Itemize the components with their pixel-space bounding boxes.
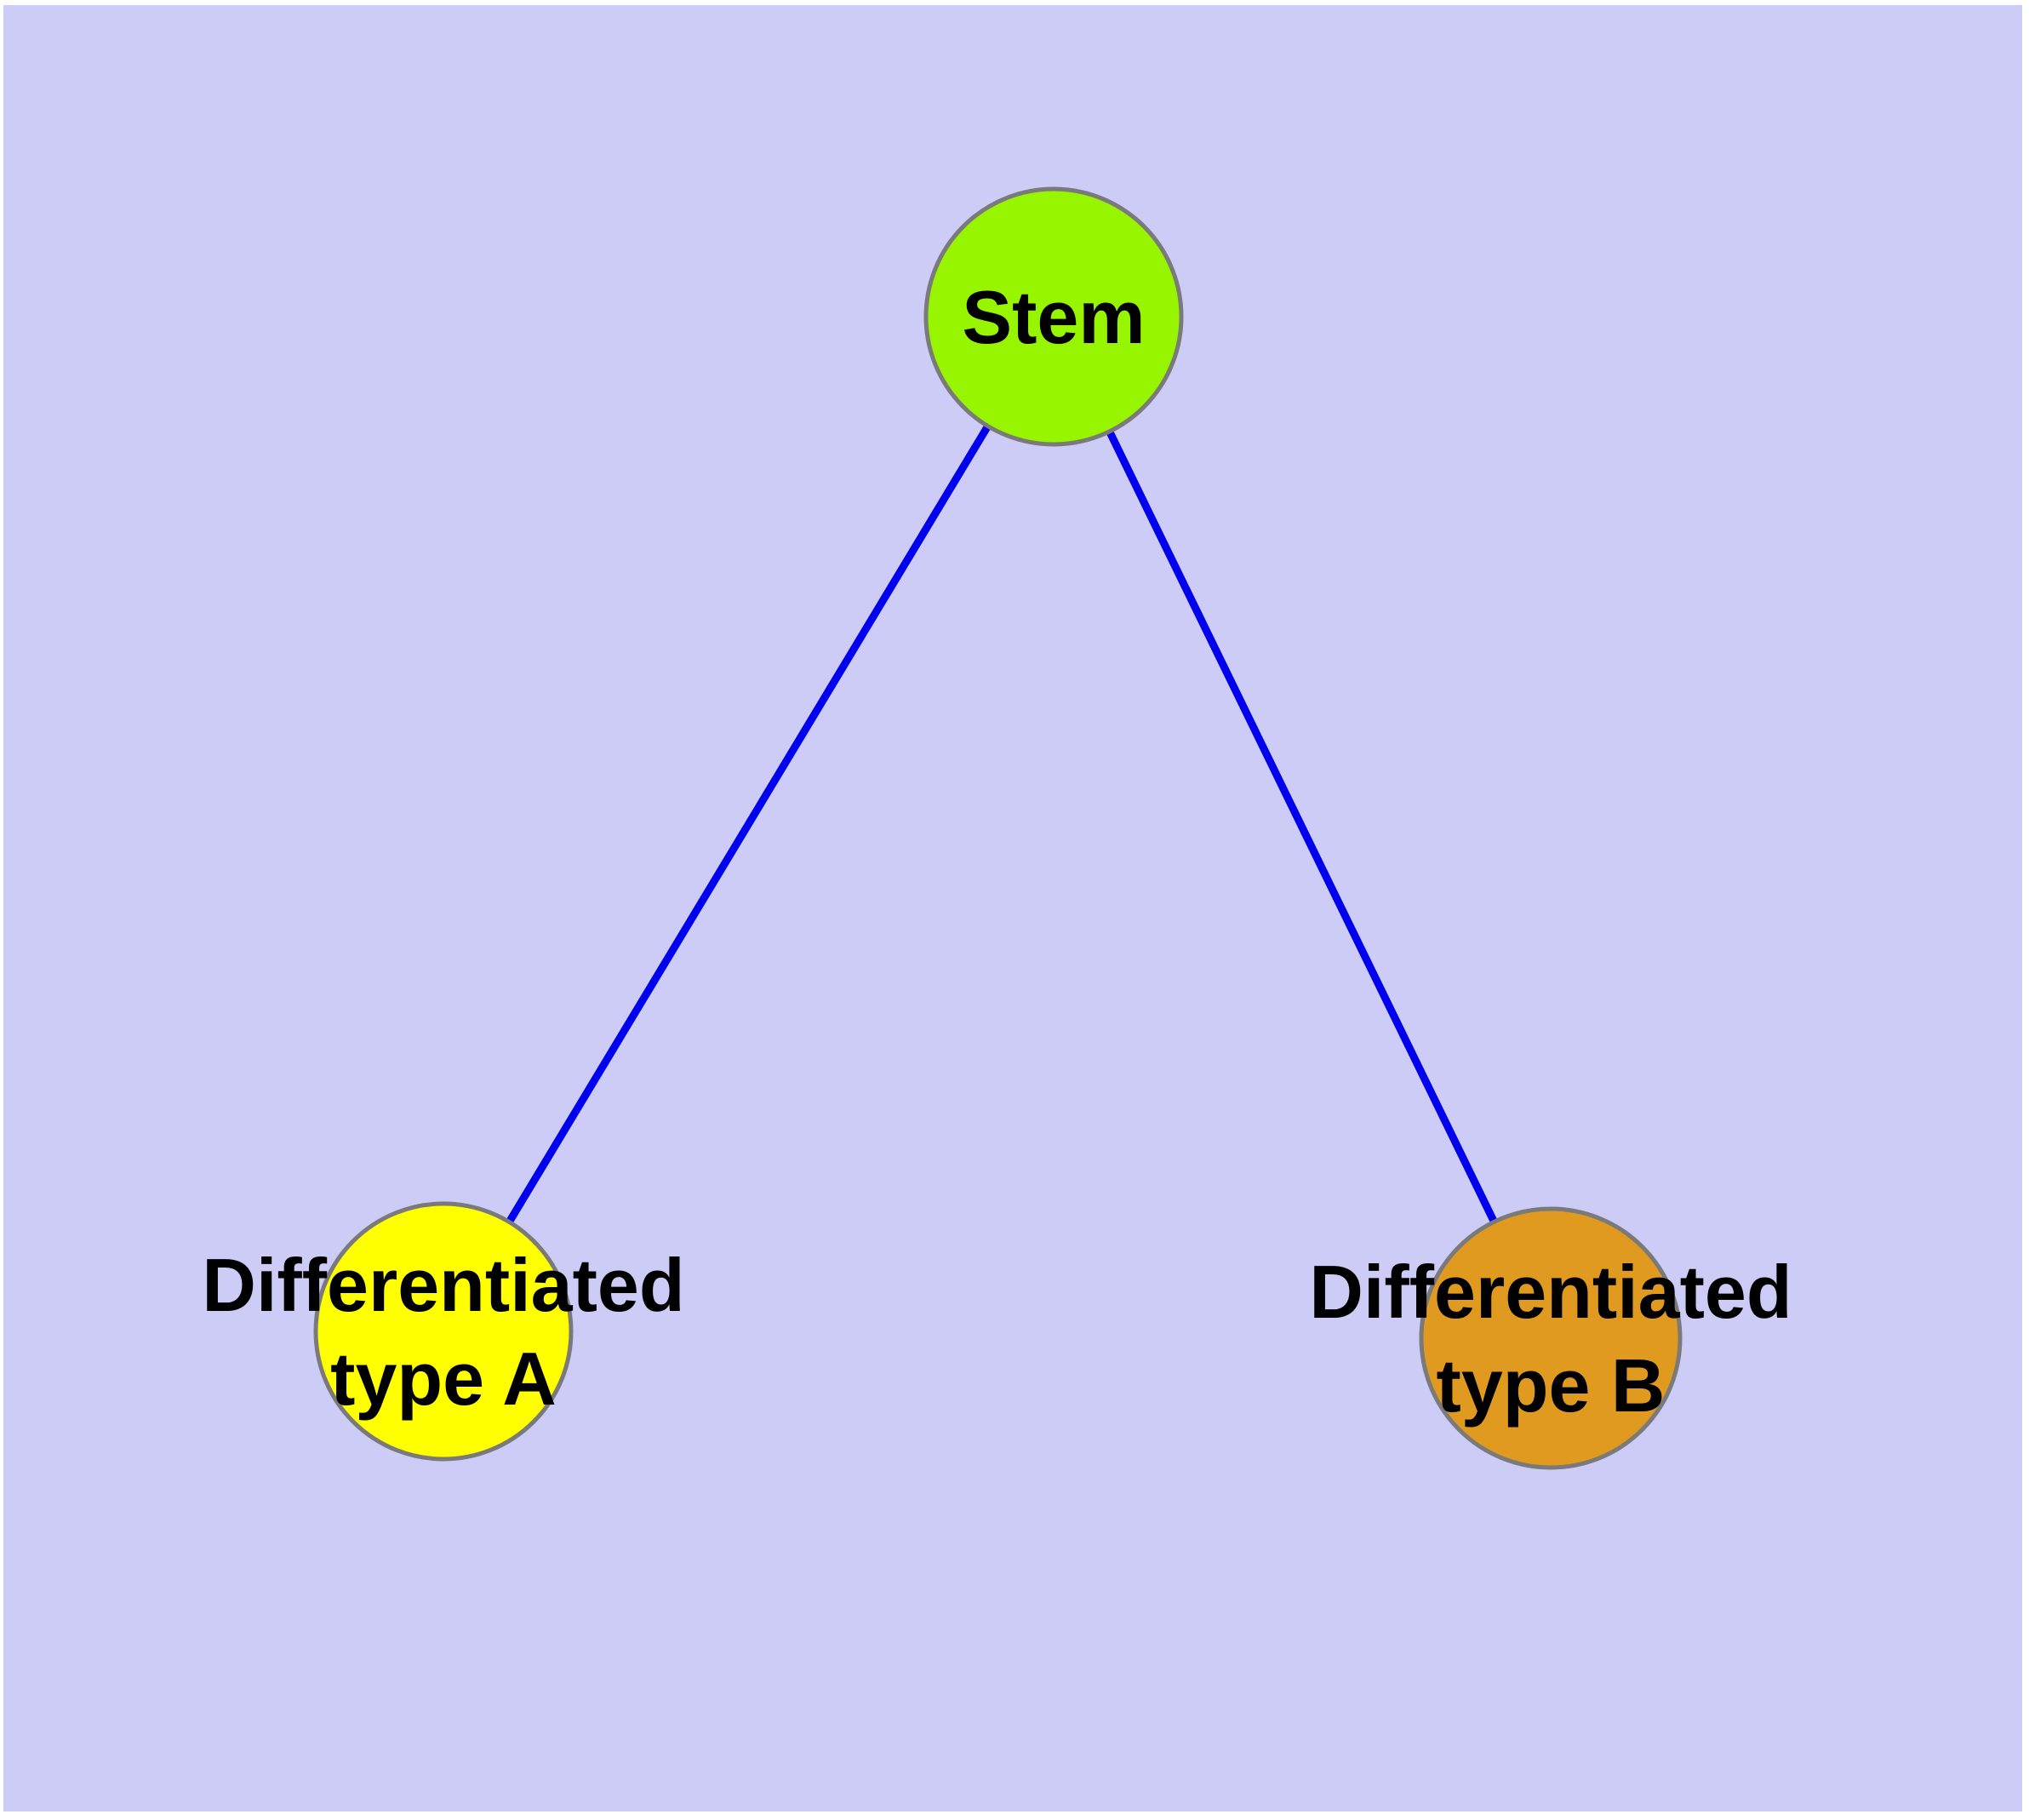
node-stem: [923, 186, 1184, 447]
edges-layer: [440, 314, 1555, 1340]
node-differentiated-type-a: [313, 1201, 574, 1462]
edge-stem-to-differentiated-type-b: [1049, 315, 1555, 1340]
nodes-layer: [313, 186, 1683, 1470]
node-label-stem: Stem: [962, 275, 1145, 359]
node-differentiated-type-b: [1419, 1206, 1683, 1470]
edge-stem-to-differentiated-type-a: [440, 314, 1057, 1334]
